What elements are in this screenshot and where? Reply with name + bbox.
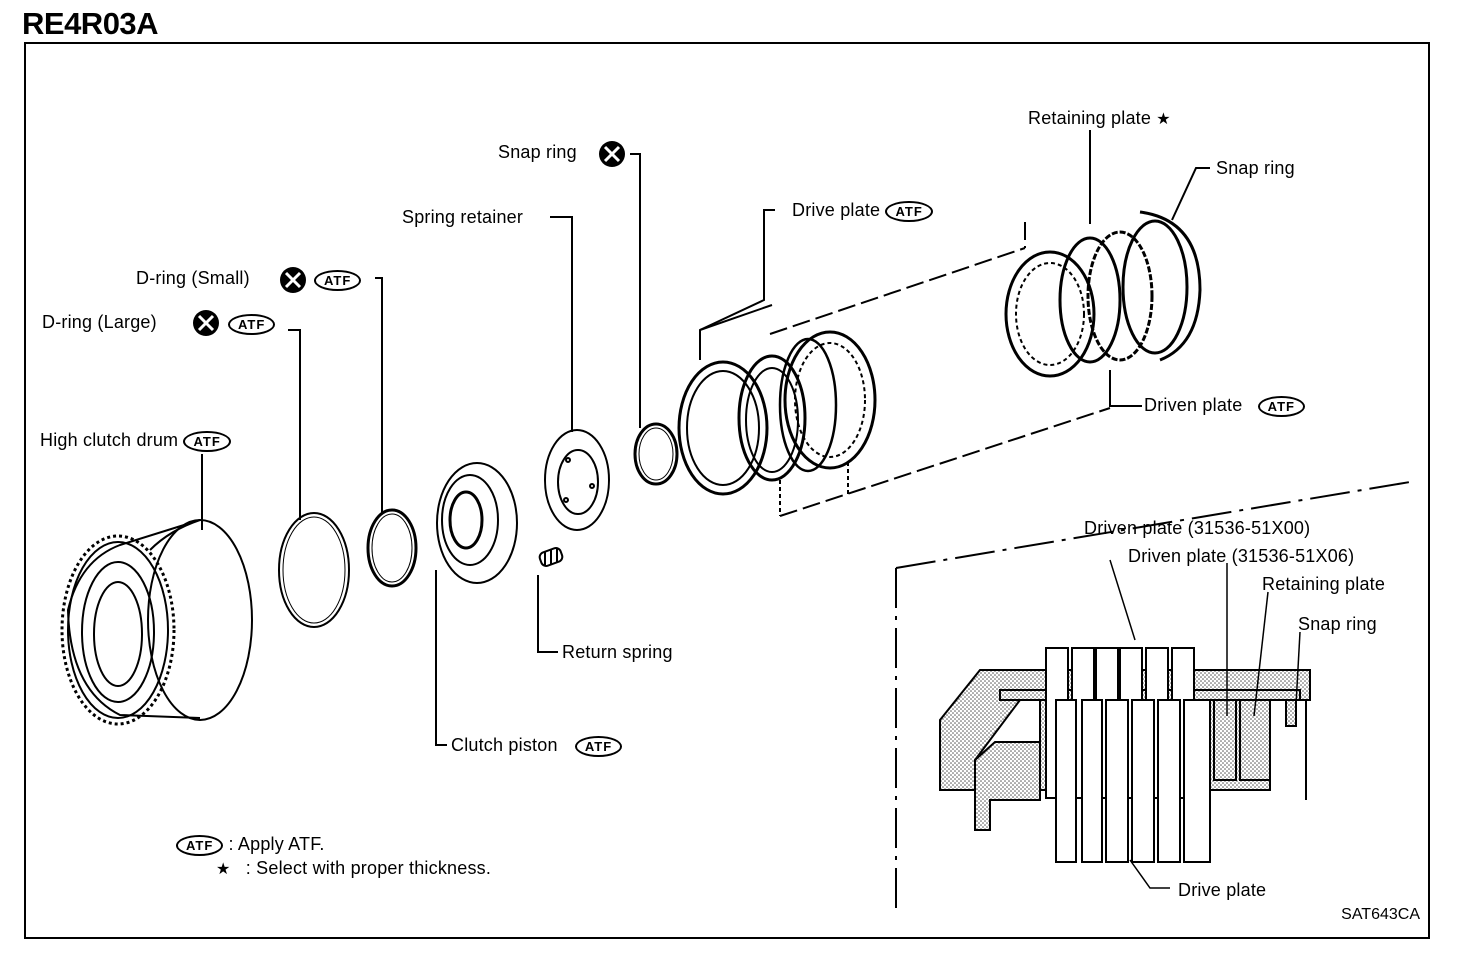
high-clutch-drum-part [60,519,253,726]
atf-badge: ATF [574,735,623,757]
star-icon: ★ [1156,111,1171,128]
inset-label-driven-plate-00: Driven plate (31536-51X00) [1084,518,1311,538]
legend-atf: ATF : Apply ATF. [176,834,325,856]
return-spring-part [538,547,564,567]
inset-label-snap-ring: Snap ring [1298,614,1377,634]
diagram-title: RE4R03A [22,6,159,41]
atf-badge: ATF [228,314,276,335]
atf-badge: ATF [183,430,231,452]
clutch-piston-part [436,462,518,584]
label-return-spring: Return spring [562,642,673,662]
plates-rear-part [1004,210,1202,378]
label-high-clutch-drum: High clutch drum ATF [40,430,231,452]
snap-ring-front-part [633,422,679,486]
label-retaining-plate: Retaining plate ★ [1028,108,1171,128]
label-snap-ring-rear: Snap ring [1216,158,1295,178]
label-d-ring-small: D-ring (Small) [136,268,250,288]
label-spring-retainer: Spring retainer [402,207,524,227]
drive-plates-front-part [677,330,877,496]
label-drive-plate: Drive plate ATF [792,200,933,222]
label-d-ring-large: D-ring (Large) [42,312,157,332]
star-icon: ★ [216,861,231,878]
diagram-frame [24,42,1430,939]
d-ring-large-part [278,512,350,628]
figure-code: SAT643CA [1341,906,1420,923]
replace-mark-icons [193,141,625,336]
spring-retainer-part [544,429,610,531]
inset-cross-section [939,559,1311,889]
label-clutch-piston: Clutch piston ATF [451,735,623,757]
inset-label-retaining-plate: Retaining plate [1262,574,1386,594]
inset-label-drive-plate: Drive plate [1178,880,1267,900]
atf-badge: ATF [885,200,933,222]
legend-star: ★ : Select with proper thickness. [216,858,492,878]
atf-badge: ATF [176,834,224,856]
atf-badge: ATF [314,270,362,291]
label-snap-ring-front: Snap ring [498,142,577,162]
atf-badge: ATF [1257,395,1305,417]
d-ring-small-part [366,508,418,588]
label-driven-plate: Driven plate ATF [1144,395,1305,417]
inset-label-driven-plate-06: Driven plate (31536-51X06) [1128,546,1355,566]
